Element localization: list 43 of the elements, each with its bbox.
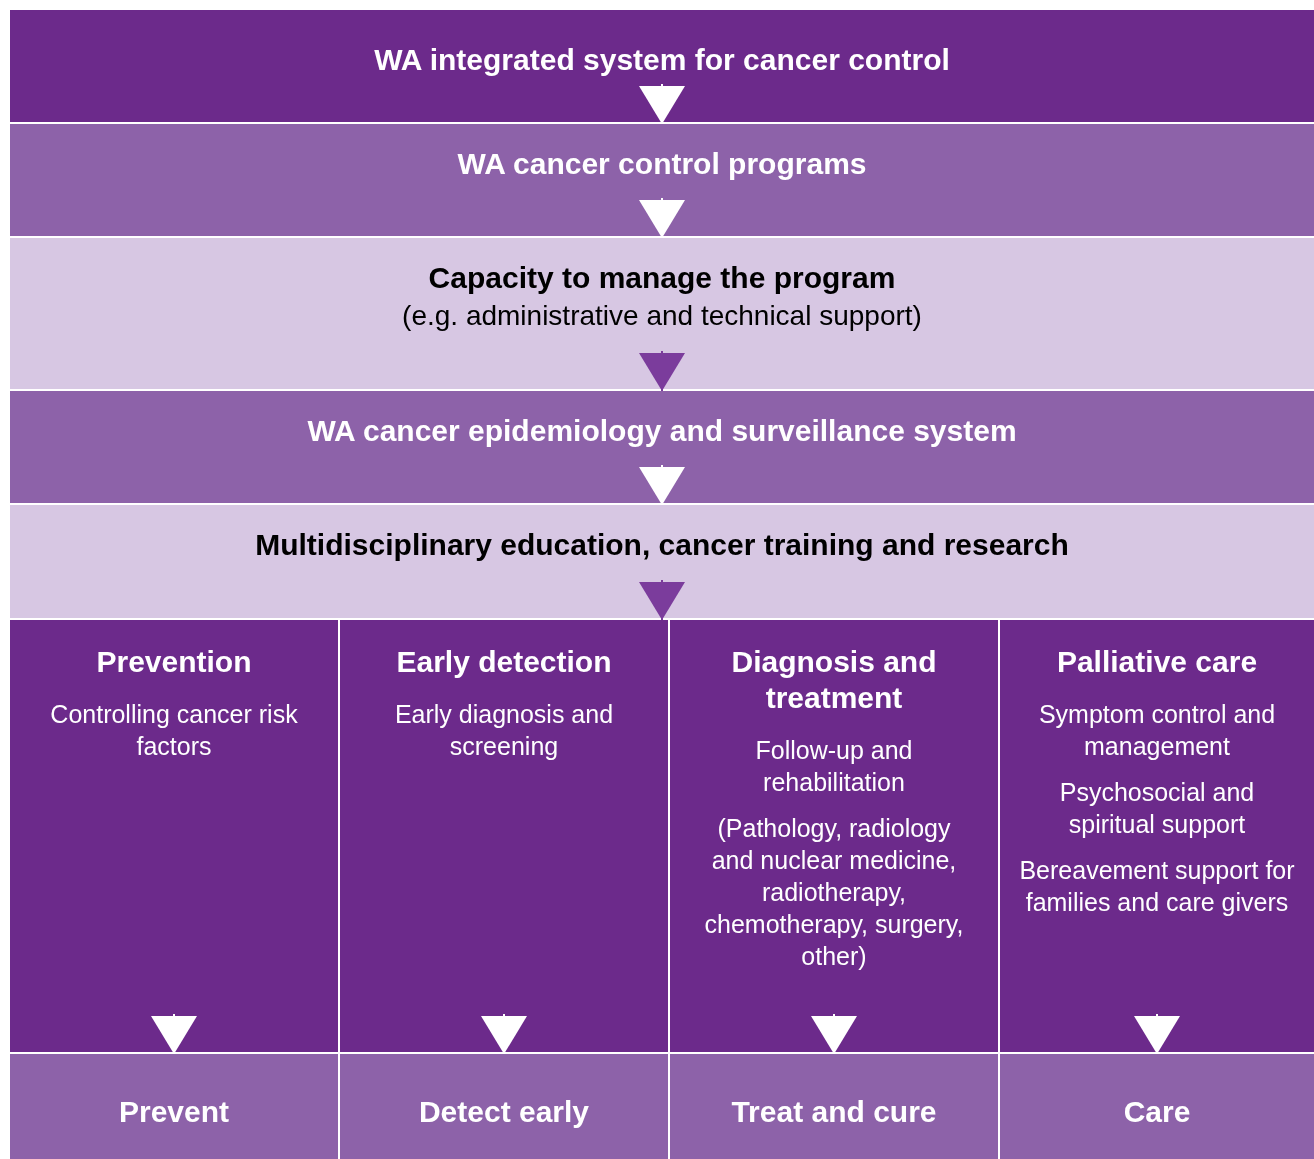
column-panel: [340, 620, 668, 1052]
heading: WA integrated system for cancer control: [374, 42, 950, 78]
outcome-panel: [670, 1054, 998, 1159]
heading: Prevention: [96, 644, 252, 680]
heading: WA cancer epidemiology and surveillance system: [307, 413, 1017, 449]
description: Psychosocial and spiritual support: [1058, 777, 1256, 840]
arrow: [639, 350, 685, 392]
heading: Diagnosis and treatment: [730, 644, 938, 716]
heading: Care: [1123, 1094, 1191, 1130]
column-panel: [10, 620, 338, 1052]
heading: Detect early: [418, 1094, 590, 1130]
outcome-panel: [10, 1054, 338, 1159]
description: Follow-up and rehabilitation: [754, 735, 914, 798]
heading: WA cancer control programs: [457, 146, 867, 182]
outcome-panel: [340, 1054, 668, 1159]
heading: Palliative care: [1056, 644, 1258, 680]
arrow: [639, 579, 685, 621]
column-panel: [1000, 620, 1314, 1052]
heading: Prevent: [118, 1094, 230, 1130]
column-panel: [670, 620, 998, 1052]
arrow: [481, 1013, 527, 1055]
description: Bereavement support for families and care givers: [1018, 855, 1296, 918]
outcome-panel: [1000, 1054, 1314, 1159]
heading: Treat and cure: [731, 1094, 937, 1130]
band: [10, 505, 1314, 618]
description: (e.g. administrative and technical support): [402, 300, 922, 332]
description: Controlling cancer risk factors: [49, 699, 299, 762]
arrow: [811, 1013, 857, 1055]
band: [10, 391, 1314, 503]
band: [10, 10, 1314, 122]
arrow: [639, 464, 685, 506]
description: Early diagnosis and screening: [393, 699, 615, 762]
description: (Pathology, radiology and nuclear medicine, radiotherapy, chemotherapy, surgery, other): [703, 813, 965, 972]
arrow: [639, 83, 685, 125]
heading: Capacity to manage the program: [428, 260, 896, 296]
heading: Early detection: [396, 644, 612, 680]
band: [10, 238, 1314, 389]
description: Symptom control and management: [1037, 699, 1277, 762]
arrow: [1134, 1013, 1180, 1055]
heading: Multidisciplinary education, cancer training and research: [255, 527, 1069, 563]
arrow: [151, 1013, 197, 1055]
band: [10, 124, 1314, 236]
arrow: [639, 197, 685, 239]
